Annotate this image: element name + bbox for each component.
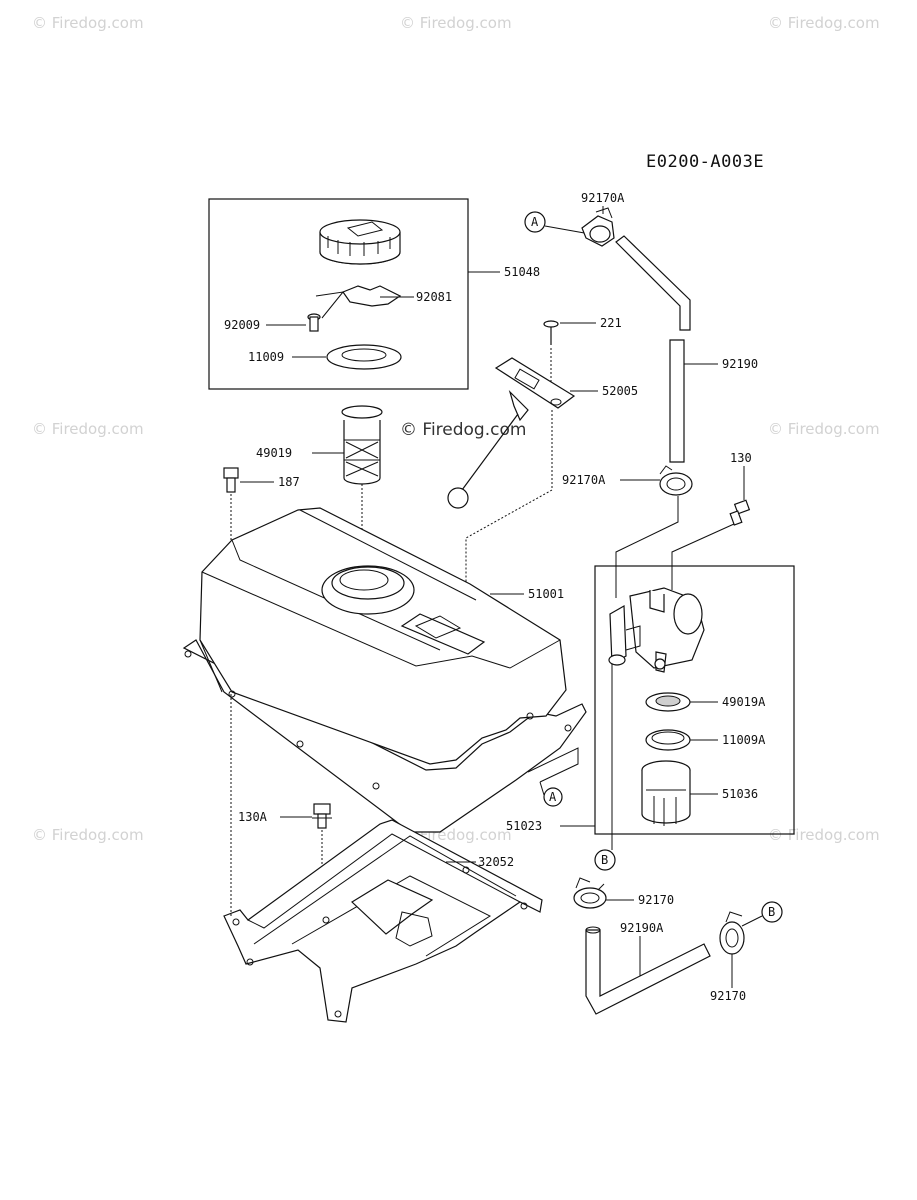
callout-a-lower-label: A	[549, 790, 557, 804]
watermark-top-right: © Firedog.com	[768, 14, 880, 32]
callout-a-upper-label: A	[531, 215, 539, 229]
watermark-top-left: © Firedog.com	[32, 14, 144, 32]
callout-a-upper	[524, 211, 546, 233]
callout-b-left	[594, 849, 616, 871]
fuel-tank-icon	[182, 507, 587, 833]
fuel-cock-assembly-frame	[594, 565, 795, 835]
label-187: 187	[278, 475, 300, 489]
hose-clamp-top-icon	[581, 207, 615, 247]
sediment-cup-icon	[641, 760, 691, 826]
callout-b-right-label: B	[768, 905, 775, 919]
fuel-gauge-icon	[447, 357, 576, 509]
watermark-bottom-left: © Firedog.com	[32, 826, 144, 844]
label-92009: 92009	[224, 318, 260, 332]
hose-clamp-lower-right-icon	[719, 911, 745, 955]
label-11009: 11009	[248, 350, 284, 364]
watermark-center: © Firedog.com	[400, 420, 527, 440]
fuel-hose-92190A-icon	[585, 926, 711, 1015]
bolt-187-icon	[223, 467, 239, 493]
label-221: 221	[600, 316, 622, 330]
label-51048: 51048	[504, 265, 540, 279]
label-11009A: 11009A	[722, 733, 766, 747]
callout-b-left-label: B	[601, 853, 608, 867]
label-52005: 52005	[602, 384, 638, 398]
retainer-plate-icon	[342, 285, 402, 307]
cap-gasket-icon	[326, 344, 402, 370]
label-92081: 92081	[416, 290, 452, 304]
diagram-id: E0200-A003E	[646, 152, 765, 172]
cock-gasket-icon	[645, 729, 691, 751]
bolt-130A-icon	[312, 803, 332, 829]
fuel-cock-icon	[608, 587, 705, 673]
watermark-mid-right: © Firedog.com	[768, 420, 880, 438]
label-32052: 32052	[478, 855, 514, 869]
screw-92009-icon	[307, 313, 321, 332]
fuel-strainer-icon	[341, 405, 383, 485]
label-49019A: 49019A	[722, 695, 766, 709]
label-130: 130	[730, 451, 752, 465]
label-130A: 130A	[238, 810, 268, 824]
label-92170A-mid: 92170A	[562, 473, 606, 487]
cap-assembly-frame	[208, 198, 469, 390]
label-51001: 51001	[528, 587, 564, 601]
label-92190A: 92190A	[620, 921, 664, 935]
label-51036: 51036	[722, 787, 758, 801]
callout-a-lower	[543, 787, 563, 807]
watermark-mid-left: © Firedog.com	[32, 420, 144, 438]
label-92190: 92190	[722, 357, 758, 371]
callout-b-right	[761, 901, 783, 923]
label-92170-a: 92170	[638, 893, 674, 907]
cock-filter-screen-icon	[645, 692, 691, 712]
label-92170-b: 92170	[710, 989, 746, 1003]
hose-clamp-lower-left-icon	[573, 877, 607, 909]
fuel-cap-icon	[319, 219, 401, 265]
hose-clamp-mid-icon	[659, 465, 693, 496]
tank-bracket-icon	[223, 819, 543, 1023]
watermark-top-center: © Firedog.com	[400, 14, 512, 32]
label-92170A-top: 92170A	[581, 191, 625, 205]
fuel-hose-92190-icon	[615, 235, 691, 463]
bolt-130-icon	[729, 499, 751, 526]
label-51023: 51023	[506, 819, 542, 833]
screw-221-icon	[543, 320, 559, 345]
label-49019: 49019	[256, 446, 292, 460]
watermark-bottom-right: © Firedog.com	[768, 826, 880, 844]
